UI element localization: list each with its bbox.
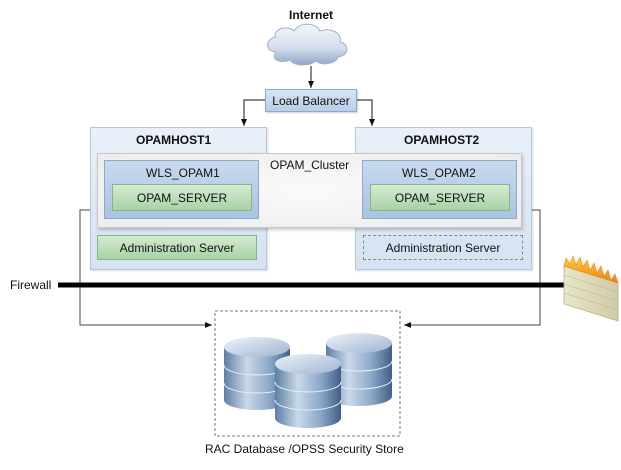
host1-to-db-arrow xyxy=(79,209,212,328)
database-label: RAC Database /OPSS Security Store xyxy=(205,442,404,456)
wls-label: WLS_OPAM1 xyxy=(146,166,220,180)
host-name: OPAMHOST1 xyxy=(136,133,212,147)
database-cylinder-icon xyxy=(274,354,342,428)
internet-label: Internet xyxy=(289,8,334,22)
database-group-box xyxy=(214,310,401,437)
internet-cloud-icon xyxy=(267,23,348,66)
opam-server-node: OPAM_SERVER xyxy=(112,184,252,211)
cluster-label: OPAM_Cluster xyxy=(270,158,350,172)
host-name: OPAMHOST2 xyxy=(404,133,480,147)
lb-to-host2-arrow xyxy=(356,99,375,126)
load-balancer-node: Load Balancer xyxy=(265,89,357,112)
opam-server-node: OPAM_SERVER xyxy=(370,184,510,211)
admin-server-active: Administration Server xyxy=(97,235,257,260)
firewall-label: Firewall xyxy=(10,278,52,292)
database-cylinder-icon xyxy=(325,333,393,406)
firewall-icon xyxy=(563,255,619,322)
admin-server-passive: Administration Server xyxy=(363,235,523,260)
lb-to-host1-arrow xyxy=(241,99,265,126)
wls-label: WLS_OPAM2 xyxy=(402,166,476,180)
